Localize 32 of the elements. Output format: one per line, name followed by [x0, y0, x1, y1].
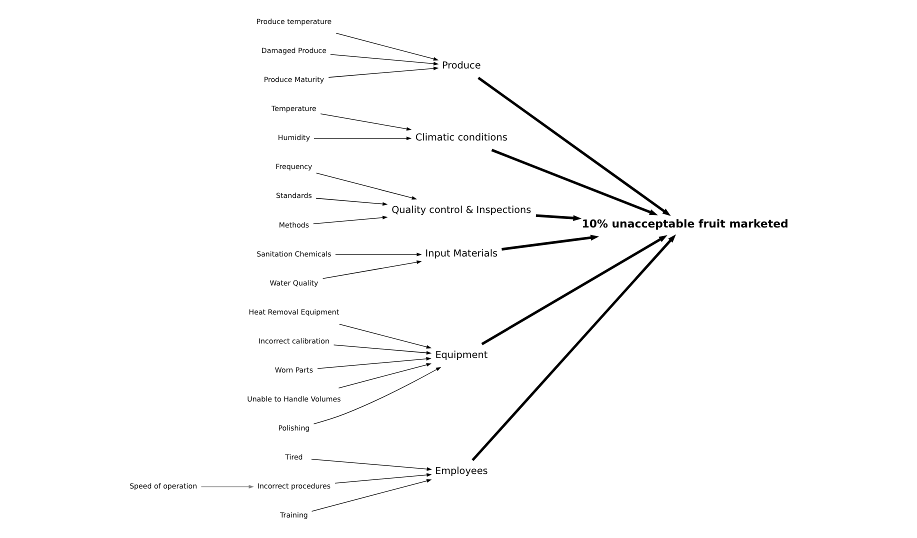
arrow	[478, 76, 671, 216]
arrow	[322, 260, 422, 279]
node-text: Input Materials	[425, 248, 498, 260]
node-text: 10% unacceptable fruit marketed	[582, 217, 788, 230]
arrow	[339, 324, 432, 349]
arrow	[313, 216, 388, 224]
arrow	[311, 479, 432, 512]
arrow	[313, 366, 442, 424]
node-text: Produce	[442, 60, 481, 72]
arrow	[316, 172, 417, 200]
arrow	[328, 66, 439, 78]
arrow	[335, 252, 422, 256]
arrow	[320, 114, 412, 131]
arrow	[200, 484, 254, 489]
arrow	[317, 357, 432, 369]
arrow	[338, 363, 432, 388]
arrow	[330, 54, 439, 66]
arrow	[536, 214, 582, 221]
arrow	[311, 458, 432, 471]
arrow	[491, 148, 658, 216]
arrow	[502, 234, 600, 251]
arrow	[336, 32, 439, 61]
arrow	[333, 344, 432, 355]
arrow	[334, 473, 432, 484]
node-text: Quality control & Inspections	[392, 204, 532, 216]
arrow	[314, 136, 412, 140]
arrow	[481, 235, 668, 346]
arrow	[472, 234, 676, 462]
arrow	[316, 198, 388, 206]
node-text: Equipment	[435, 350, 488, 362]
node-text: Employees	[434, 466, 488, 478]
node-text: Climatic conditions	[415, 132, 508, 144]
